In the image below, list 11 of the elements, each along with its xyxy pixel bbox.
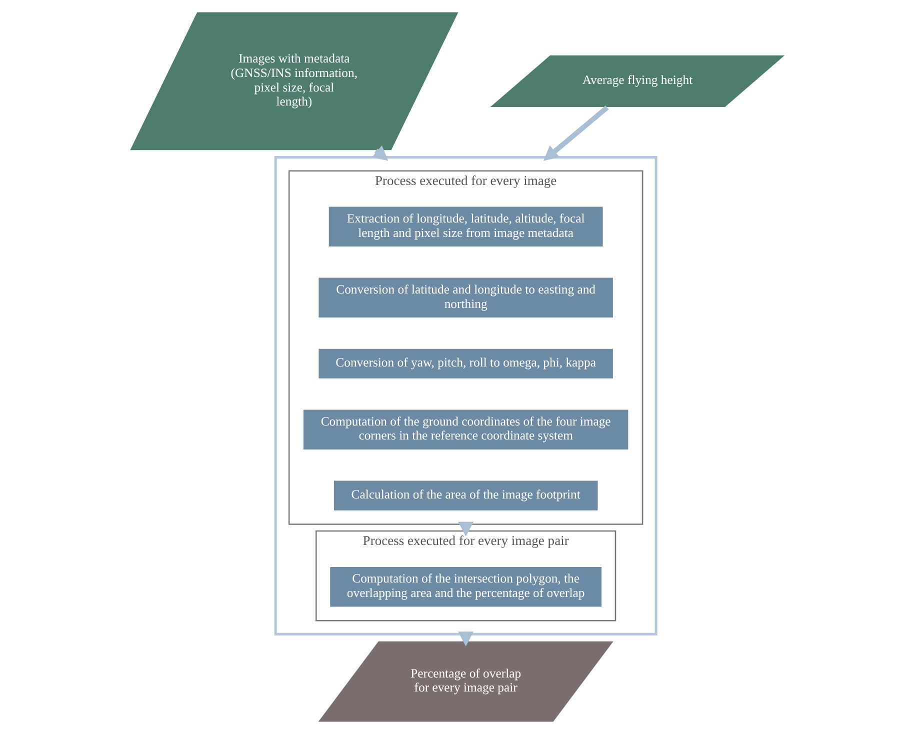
node-box: Computation of the intersection polygon, the overlapping area and the percentage of overlap [329,566,602,608]
node-box: Calculation of the area of the image footprint [333,480,599,512]
node-box: Conversion of latitude and longitude to easting and northing [318,276,614,318]
cluster [274,156,658,636]
arrow [458,632,474,646]
arrow [372,145,388,161]
arrow [543,105,609,161]
node-box: Computation of the ground coordinates of the four image corners in the reference coordinate system [302,408,630,450]
node-box: Conversion of yaw, pitch, roll to omega, phi, kappa [318,348,614,380]
arrow [458,522,474,536]
node-box: Extraction of longitude, latitude, altitude, focal length and pixel size from image metadata [328,206,604,248]
